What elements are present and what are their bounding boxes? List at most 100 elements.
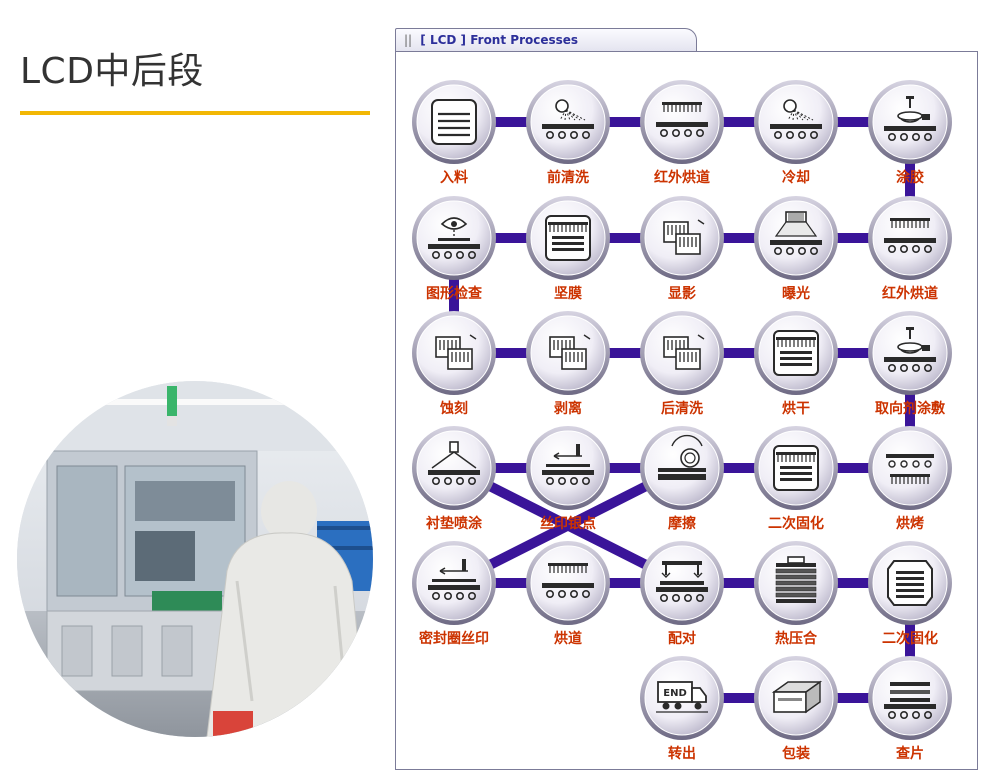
step-disc	[530, 84, 606, 160]
strip-tank-icon	[549, 334, 591, 370]
process-step-s25[interactable]: 二次固化	[868, 541, 952, 647]
process-step-s22[interactable]: 烘道	[526, 541, 610, 647]
end-truck-icon: END	[656, 681, 708, 713]
secondary-cure-frame-icon	[887, 560, 933, 606]
step-label: 热压合	[775, 630, 818, 647]
step-disc	[530, 430, 606, 506]
step-label: 红外烘道	[882, 285, 938, 302]
process-step-s20[interactable]: 烘烤	[868, 426, 952, 532]
step-badge: END	[663, 688, 687, 699]
process-step-s3[interactable]: 红外烘道	[640, 80, 724, 186]
panel-pairing-icon	[656, 561, 708, 603]
step-label: 剥离	[554, 400, 582, 417]
step-label: 涂胶	[896, 169, 924, 186]
process-step-s28[interactable]: 查片	[868, 656, 952, 762]
spacer-spray-icon	[428, 441, 480, 486]
step-label: 烘干	[782, 400, 810, 417]
flow-connector	[451, 463, 685, 588]
step-label: 图形检查	[426, 285, 483, 302]
step-label: 取向剂涂敷	[875, 400, 946, 417]
baking-heater-icon	[886, 454, 934, 484]
step-disc	[416, 545, 492, 621]
process-step-s24[interactable]: 热压合	[754, 541, 838, 647]
panel-tab-prefix: [ LCD ]	[420, 33, 467, 47]
process-step-s1[interactable]: 入料	[412, 80, 496, 186]
process-step-s15[interactable]: 取向剂涂敷	[868, 311, 952, 417]
process-step-s14[interactable]: 烘干	[754, 311, 838, 417]
process-step-s4[interactable]: 冷却	[754, 80, 838, 186]
process-step-s17[interactable]: 丝印银点	[526, 426, 610, 532]
glue-coating-icon	[884, 96, 936, 142]
process-step-s11[interactable]: 蚀刻	[412, 311, 496, 417]
cooling-spray-icon	[770, 99, 822, 140]
process-step-s8[interactable]: 显影	[640, 196, 724, 302]
hot-press-icon	[775, 556, 817, 603]
process-step-s18[interactable]: 摩擦	[640, 426, 724, 532]
infrared-oven-icon	[884, 218, 936, 254]
drying-oven-icon	[773, 330, 819, 376]
rubbing-roller-icon	[658, 434, 706, 480]
step-label: 二次固化	[882, 630, 938, 647]
step-label: 蚀刻	[439, 400, 468, 417]
step-label: 冷却	[782, 169, 810, 186]
oven-tunnel-icon	[542, 563, 594, 599]
step-label: 衬垫喷涂	[426, 515, 483, 532]
panel-check-icon	[884, 682, 936, 720]
factory-worker-photo	[17, 381, 373, 737]
tray-stack-icon	[431, 99, 477, 145]
process-step-s21[interactable]: 密封圈丝印	[412, 541, 496, 647]
seal-print-icon	[428, 559, 480, 601]
exposure-lamp-icon	[770, 211, 822, 256]
grip-icon: ||	[404, 33, 413, 47]
step-label: 丝印银点	[540, 515, 596, 532]
process-step-s27[interactable]: 包装	[754, 656, 838, 762]
develop-tank-icon	[663, 219, 705, 255]
step-label: 红外烘道	[654, 169, 710, 186]
step-label: 查片	[896, 745, 924, 762]
alignment-coating-icon	[884, 327, 936, 373]
silver-dot-print-icon	[542, 444, 594, 486]
process-step-s12[interactable]: 剥离	[526, 311, 610, 417]
package-box-icon	[771, 680, 823, 714]
panel-tab-title: Front Processes	[470, 33, 579, 47]
step-label: 显影	[668, 286, 696, 302]
step-label: 包装	[782, 745, 811, 762]
step-disc	[758, 84, 834, 160]
process-flow-diagram: 入料前清洗红外烘道冷却涂胶图形检查坚膜显影曝光红外烘道蚀刻剥离后清洗烘干取向剂涂…	[412, 80, 952, 762]
step-label: 坚膜	[554, 285, 582, 302]
step-label: 烘烤	[896, 515, 924, 532]
secondary-cure-icon	[773, 445, 819, 491]
step-label: 配对	[668, 630, 696, 647]
step-disc	[872, 430, 948, 506]
process-flow-panel: 入料前清洗红外烘道冷却涂胶图形检查坚膜显影曝光红外烘道蚀刻剥离后清洗烘干取向剂涂…	[395, 51, 978, 770]
step-label: 摩擦	[668, 515, 696, 532]
process-step-s23[interactable]: 配对	[640, 541, 724, 647]
process-step-s10[interactable]: 红外烘道	[868, 196, 952, 302]
process-step-s7[interactable]: 坚膜	[526, 196, 610, 302]
step-label: 后清洗	[661, 400, 703, 417]
etch-tank-icon	[435, 334, 477, 370]
process-step-s5[interactable]: 涂胶	[868, 80, 952, 186]
step-label: 二次固化	[768, 515, 824, 532]
process-step-s2[interactable]: 前清洗	[526, 80, 610, 186]
step-label: 前清洗	[547, 169, 589, 186]
pattern-inspection-icon	[428, 217, 480, 260]
step-label: 转出	[668, 745, 696, 762]
page-title: LCD中后段	[20, 51, 204, 92]
process-step-s19[interactable]: 二次固化	[754, 426, 838, 532]
post-wash-tank-icon	[663, 334, 705, 370]
process-step-s13[interactable]: 后清洗	[640, 311, 724, 417]
process-step-s26[interactable]: END 转出	[640, 656, 724, 762]
infrared-oven-icon	[656, 102, 708, 138]
step-label: 烘道	[554, 630, 582, 647]
spray-wash-icon	[542, 99, 594, 140]
process-step-s9[interactable]: 曝光	[754, 196, 838, 302]
process-step-s6[interactable]: 图形检查	[412, 196, 496, 302]
process-step-s16[interactable]: 衬垫喷涂	[412, 426, 496, 532]
title-underline	[20, 111, 370, 115]
step-label: 入料	[440, 169, 468, 186]
panel-tab[interactable]: || [ LCD ] Front Processes	[395, 28, 697, 52]
step-disc	[758, 200, 834, 276]
step-label: 密封圈丝印	[418, 630, 489, 647]
step-label: 曝光	[782, 285, 810, 302]
